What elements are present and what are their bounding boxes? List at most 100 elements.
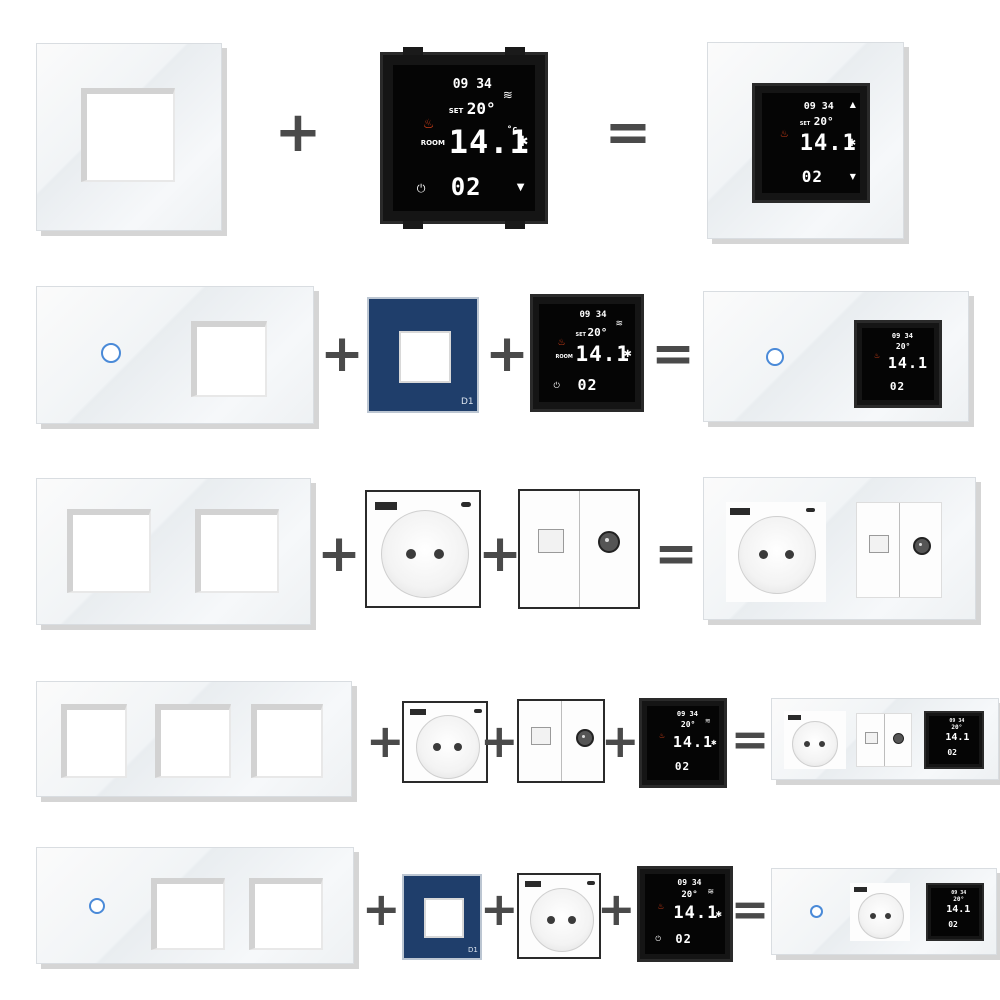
socket-pin [759,550,768,559]
arrow-down-icon[interactable]: ▼ [849,171,856,181]
rj45-port[interactable] [538,529,564,553]
arrow-up-icon[interactable]: ▲ [849,99,856,109]
usb-a-port[interactable] [854,887,867,892]
room-temperature: 14.1 [945,732,970,744]
socket-pin [433,743,441,751]
clock-readout: 09 34 [452,76,492,92]
wifi-icon: ≋ [502,87,513,102]
touch-button[interactable] [101,343,121,363]
socket-pin [568,916,576,924]
thermostat-module: 09 34 ≋ 20° ♨ 14.1 ✱ 02 ⏻ [637,866,733,962]
mode-readout: 02 [948,920,958,930]
socket-pin [547,916,555,924]
touch-button[interactable] [89,898,105,914]
thermostat-screen: 09 34 ▲ SET 20° ♨ 14.1 ✱ 02 ▼ [761,92,861,194]
socket-pin [434,549,444,559]
snowflake-icon: ✱ [847,137,857,149]
plus-sign: + [274,100,322,165]
usb-a-port[interactable] [730,508,750,515]
frame-3gang [36,681,352,797]
clock-readout: 09 34 [579,309,607,320]
room-temperature: 14.1 [575,341,631,366]
usb-a-port[interactable] [525,881,541,887]
room-temperature: 14.1 [448,122,530,161]
clock-readout: 09 34 [803,100,834,112]
snowflake-icon: ✱ [710,739,717,748]
power-icon[interactable]: ⏻ [655,935,661,944]
plus-sign: + [317,524,361,584]
snowflake-icon: ✱ [623,348,632,360]
frame-slot [151,878,225,950]
clock-readout: 09 34 [891,331,913,340]
mode-readout: 02 [577,375,598,394]
tv-coax-port[interactable] [598,531,620,553]
data-tv-module [518,489,640,609]
socket-pin [804,741,810,747]
assembled-socket-data-panel [703,477,976,620]
tv-coax-port[interactable] [913,537,931,555]
frame-slot [191,321,267,397]
set-temperature: 20° [587,325,608,339]
usb-c-port[interactable] [806,508,815,512]
socket-face [858,893,904,939]
socket-pin [885,913,891,919]
flame-icon: ♨ [658,732,666,741]
frame-3gang-touch [36,847,354,964]
equals-sign: = [730,712,770,766]
room-temperature: 14.1 [887,353,929,372]
thermostat-module: 09 34 20° ♨ 14.1 02 [854,320,942,408]
frame-2gang [36,478,311,625]
module-divider [579,491,580,607]
thermostat-screen: 09 34 20° 14.1 02 [931,888,979,936]
equals-sign: = [654,524,698,584]
room-temperature: 14.1 [799,130,857,156]
usb-a-port[interactable] [410,709,426,715]
module-label: D1 [461,397,474,407]
usb-c-port[interactable] [587,881,595,885]
thermostat-module: 09 34 ▲ SET 20° ♨ 14.1 ✱ 02 ▼ [752,83,870,203]
power-icon[interactable]: ⏻ [553,380,560,390]
clock-readout: 09 34 [677,878,702,888]
tv-coax-port[interactable] [576,729,594,747]
usb-a-port[interactable] [788,715,801,720]
thermostat-screen: 09 34 ≋ 20° ♨ 14.1 ✱ 02 [646,706,720,780]
room-label: ROOM [420,138,445,147]
data-tv-module [517,699,605,783]
power-icon[interactable]: ⏻ [416,181,426,195]
set-label: SET [575,331,586,338]
frame-slot [67,509,151,593]
touch-button[interactable] [810,905,823,918]
assembled-thermostat-panel: 09 34 ▲ SET 20° ♨ 14.1 ✱ 02 ▼ [707,42,904,239]
usb-c-port[interactable] [474,709,482,713]
touch-button[interactable] [766,348,784,366]
rj45-port[interactable] [531,727,551,745]
snowflake-icon: ✱ [516,133,529,150]
plus-sign: + [366,714,405,768]
tv-coax-port[interactable] [893,733,904,744]
clock-readout: 09 34 [676,710,698,719]
mode-readout: 02 [947,748,957,758]
usb-c-port[interactable] [461,502,471,507]
mode-readout: 02 [801,166,823,186]
set-temperature: 20° [951,724,963,732]
arrow-down-icon[interactable]: ▼ [516,181,525,193]
plus-sign: + [480,714,519,768]
mode-readout: 02 [450,172,482,201]
rj45-port[interactable] [865,732,878,744]
rj45-port[interactable] [869,535,889,553]
flame-icon: ♨ [557,337,566,348]
mode-readout: 02 [675,932,692,947]
thermostat-screen: 09 34 20° ♨ 14.1 02 [861,327,935,401]
unit-label: °c [506,124,518,135]
frame-slot [251,704,323,778]
socket-pin [406,549,416,559]
plus-sign: + [320,324,364,384]
usb-a-port[interactable] [375,502,397,510]
socket-pin [819,741,825,747]
wifi-icon: ≋ [704,717,711,726]
mode-readout: 02 [889,379,906,393]
socket-face [530,888,594,952]
socket-pin [785,550,794,559]
flame-icon: ♨ [422,116,435,132]
set-temperature: 20° [680,720,696,730]
